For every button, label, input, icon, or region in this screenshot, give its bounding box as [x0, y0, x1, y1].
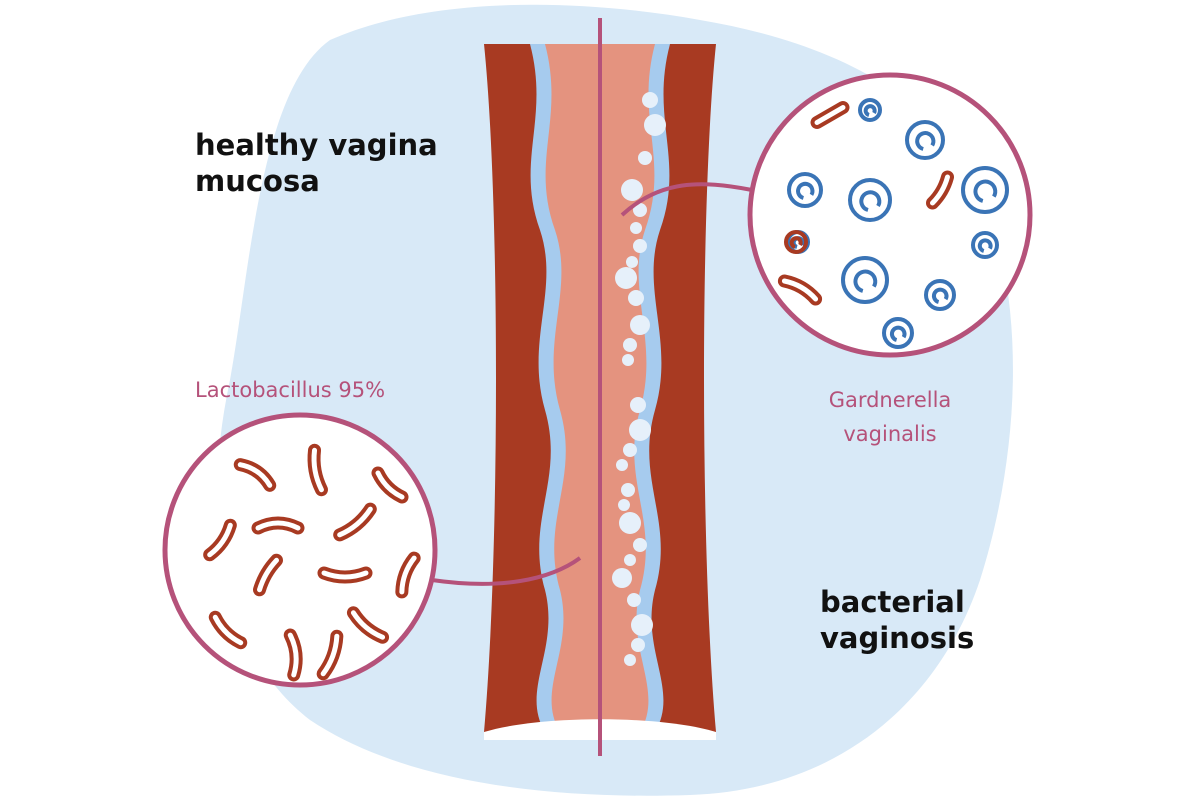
bubble [631, 614, 653, 636]
bacterium-rod [283, 628, 303, 682]
bacterium-rod [346, 606, 390, 644]
lactobacillus-circle [162, 412, 438, 688]
bubble [642, 92, 658, 108]
gardnerella-cell [841, 256, 889, 304]
lactobacillus-rods [203, 443, 421, 682]
gardnerella-cell [787, 172, 823, 208]
bacterium-rod [307, 443, 328, 497]
bacterium-rod [316, 629, 344, 681]
healthy-label-line1: healthy vagina [195, 128, 438, 162]
gardnerella-cell [924, 279, 956, 311]
gardnerella-label-line2: vaginalis [843, 422, 937, 446]
connector-right [620, 182, 753, 217]
bubble [630, 397, 646, 413]
bubble [624, 654, 636, 666]
bacterium-rod [203, 518, 237, 562]
bubble [631, 638, 645, 652]
bubble [623, 443, 637, 457]
lactobacillus-label: Lactobacillus 95% [195, 378, 386, 402]
bubble [633, 239, 647, 253]
bubble [616, 459, 628, 471]
gardnerella-cell [961, 166, 1009, 214]
bacterium-rod [251, 516, 305, 535]
bacterium-rod [395, 551, 421, 599]
bubble [621, 179, 643, 201]
gardnerella-cell [882, 317, 914, 349]
bacterium-rod [253, 553, 283, 597]
bubble [622, 354, 634, 366]
bacterium-rod [777, 274, 823, 306]
connector-left [431, 556, 582, 586]
bacterium-rod [926, 170, 954, 210]
gardnerella-label-line1: Gardnerella [828, 388, 952, 412]
bv-label-line2: vaginosis [820, 621, 975, 655]
bacterium-rod [233, 458, 277, 492]
bubble [628, 290, 644, 306]
bacterium-rod [371, 466, 409, 504]
gardnerella-cell [858, 98, 882, 122]
bubble [612, 568, 632, 588]
bubble [619, 512, 641, 534]
bubble [626, 256, 638, 268]
gardnerella-cell [905, 120, 945, 160]
gardnerella-circle [747, 72, 1033, 358]
bubble [623, 338, 637, 352]
bubble [629, 419, 651, 441]
bacterium-rod [810, 101, 850, 129]
gardnerella-cell [848, 178, 892, 222]
bubble [621, 483, 635, 497]
gardnerella-cells [777, 98, 1009, 349]
bubble [627, 593, 641, 607]
bacterium-rod [208, 610, 248, 650]
bacterium-rod [333, 502, 377, 542]
bubble [633, 538, 647, 552]
healthy-label-line2: mucosa [195, 164, 320, 198]
bubble [624, 554, 636, 566]
bubble [630, 315, 650, 335]
bv-label-line1: bacterial [820, 585, 965, 619]
bubbles [612, 92, 666, 666]
bubble [615, 267, 637, 289]
bubble [638, 151, 652, 165]
gardnerella-cell [971, 231, 999, 259]
gardnerella-cell [784, 230, 808, 254]
bubble [618, 499, 630, 511]
bubble [630, 222, 642, 234]
bubble [644, 114, 666, 136]
bacterium-rod [317, 566, 373, 584]
bubble [633, 203, 647, 217]
